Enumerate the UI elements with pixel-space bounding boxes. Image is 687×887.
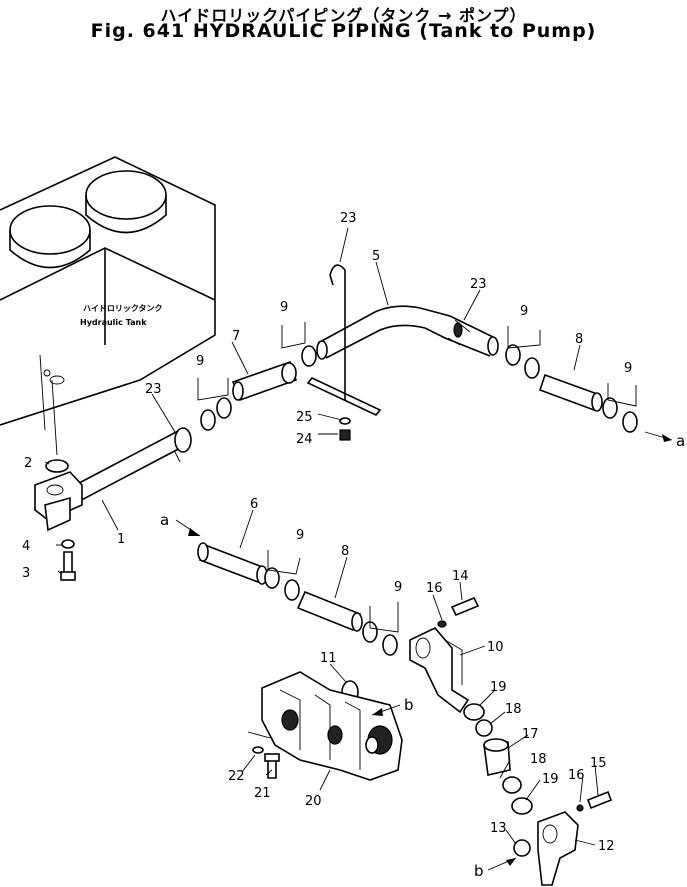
tank-label-jp: ハイドロリックタンク (83, 303, 163, 313)
clamp-19-lower (511, 797, 533, 815)
clamp-18-lower (502, 776, 522, 794)
hose-6 (197, 542, 268, 585)
callout-11: 11 (320, 651, 337, 666)
title-japanese: ハイドロリックパイピング（タンク → ポンプ） (160, 6, 527, 25)
callout-8-lower: 8 (341, 544, 349, 559)
marker-a-left: a (160, 511, 169, 529)
bolt-15 (586, 790, 613, 810)
callout-9-d: 9 (624, 361, 632, 376)
callout-3: 3 (22, 566, 30, 581)
o-ring-2 (45, 459, 69, 473)
flow-arrow-b-bottom: b (474, 857, 517, 880)
clamp-23-upper (447, 319, 471, 346)
washer-16-upper (437, 620, 447, 628)
callout-7: 7 (232, 329, 240, 344)
marker-b-bottom: b (474, 862, 484, 880)
callout-8-upper: 8 (575, 332, 583, 347)
callout-1: 1 (117, 532, 125, 547)
bolt-14 (450, 596, 480, 617)
washer-4 (61, 539, 75, 549)
callout-numbers: 1 2 3 4 5 6 7 8 8 9 9 9 9 9 9 10 11 12 1… (22, 211, 632, 854)
callout-14: 14 (452, 569, 469, 584)
hydraulic-pump-20 (261, 671, 403, 781)
callout-16-upper: 16 (426, 581, 443, 596)
marker-a-right: a (676, 432, 685, 450)
callout-4: 4 (22, 539, 30, 554)
flow-arrow-a-left: a (160, 511, 201, 537)
clamps-9-c (505, 344, 540, 379)
callout-6: 6 (250, 497, 258, 512)
callout-5: 5 (372, 249, 380, 264)
callout-23-right: 23 (470, 277, 487, 292)
callout-17: 17 (522, 727, 539, 742)
leader-lines (151, 227, 637, 846)
callout-18-lower: 18 (530, 752, 547, 767)
callout-25: 25 (296, 410, 313, 425)
hose-7 (231, 360, 298, 402)
callout-24: 24 (296, 432, 313, 447)
pipe-1 (34, 429, 187, 532)
hose-8-upper (538, 373, 603, 412)
marker-b-pump: b (404, 696, 414, 714)
clamp-23-lower (174, 427, 192, 463)
clamps-9-a (200, 397, 232, 431)
callout-21: 21 (254, 786, 271, 801)
bolt-21 (267, 759, 277, 779)
flow-arrow-a-right: a (644, 431, 685, 450)
hydraulic-tank: ハイドロリックタンク Hydraulic Tank (0, 156, 216, 431)
bracket-plate (306, 377, 382, 416)
clamps-9-f (362, 621, 398, 656)
callout-13: 13 (490, 821, 507, 836)
callout-9-a: 9 (196, 354, 204, 369)
hose-8-lower (296, 590, 363, 632)
callout-10: 10 (487, 640, 504, 655)
elbow-12 (537, 811, 579, 886)
nut-24 (339, 429, 351, 441)
o-ring-13 (513, 839, 531, 857)
callout-15: 15 (590, 756, 607, 771)
bolt-3 (63, 551, 73, 575)
clamp-19-upper (463, 703, 485, 721)
elbow-10 (409, 627, 470, 714)
callout-12: 12 (598, 839, 615, 854)
figure-title: Fig. 641 HYDRAULIC PIPING (Tank to Pump) (90, 20, 597, 42)
u-bolt-23 (329, 264, 346, 400)
callout-20: 20 (305, 794, 322, 809)
callout-19-upper: 19 (490, 680, 507, 695)
callout-9-b: 9 (280, 300, 288, 315)
clamps-9-e (264, 567, 300, 601)
callout-16-lower: 16 (568, 768, 585, 783)
bolt-3-head (60, 571, 76, 581)
callout-9-e: 9 (296, 528, 304, 543)
pipe-5 (316, 305, 499, 360)
callout-23-top: 23 (340, 211, 357, 226)
washer-16-lower (576, 804, 584, 812)
washer-25 (339, 417, 351, 425)
tank-label-en: Hydraulic Tank (80, 318, 147, 327)
callout-18-upper: 18 (505, 702, 522, 717)
callout-2: 2 (24, 456, 32, 471)
clamps-9-d (602, 397, 638, 433)
flow-arrow-b-pump: b (371, 696, 414, 716)
callout-23-left: 23 (145, 382, 162, 397)
washer-22 (252, 746, 264, 754)
callout-19-lower: 19 (542, 772, 559, 787)
callout-22: 22 (228, 769, 245, 784)
callout-9-f: 9 (394, 580, 402, 595)
callout-9-c: 9 (520, 304, 528, 319)
clamps-9-b (281, 345, 317, 384)
clamp-18-upper (475, 719, 493, 737)
